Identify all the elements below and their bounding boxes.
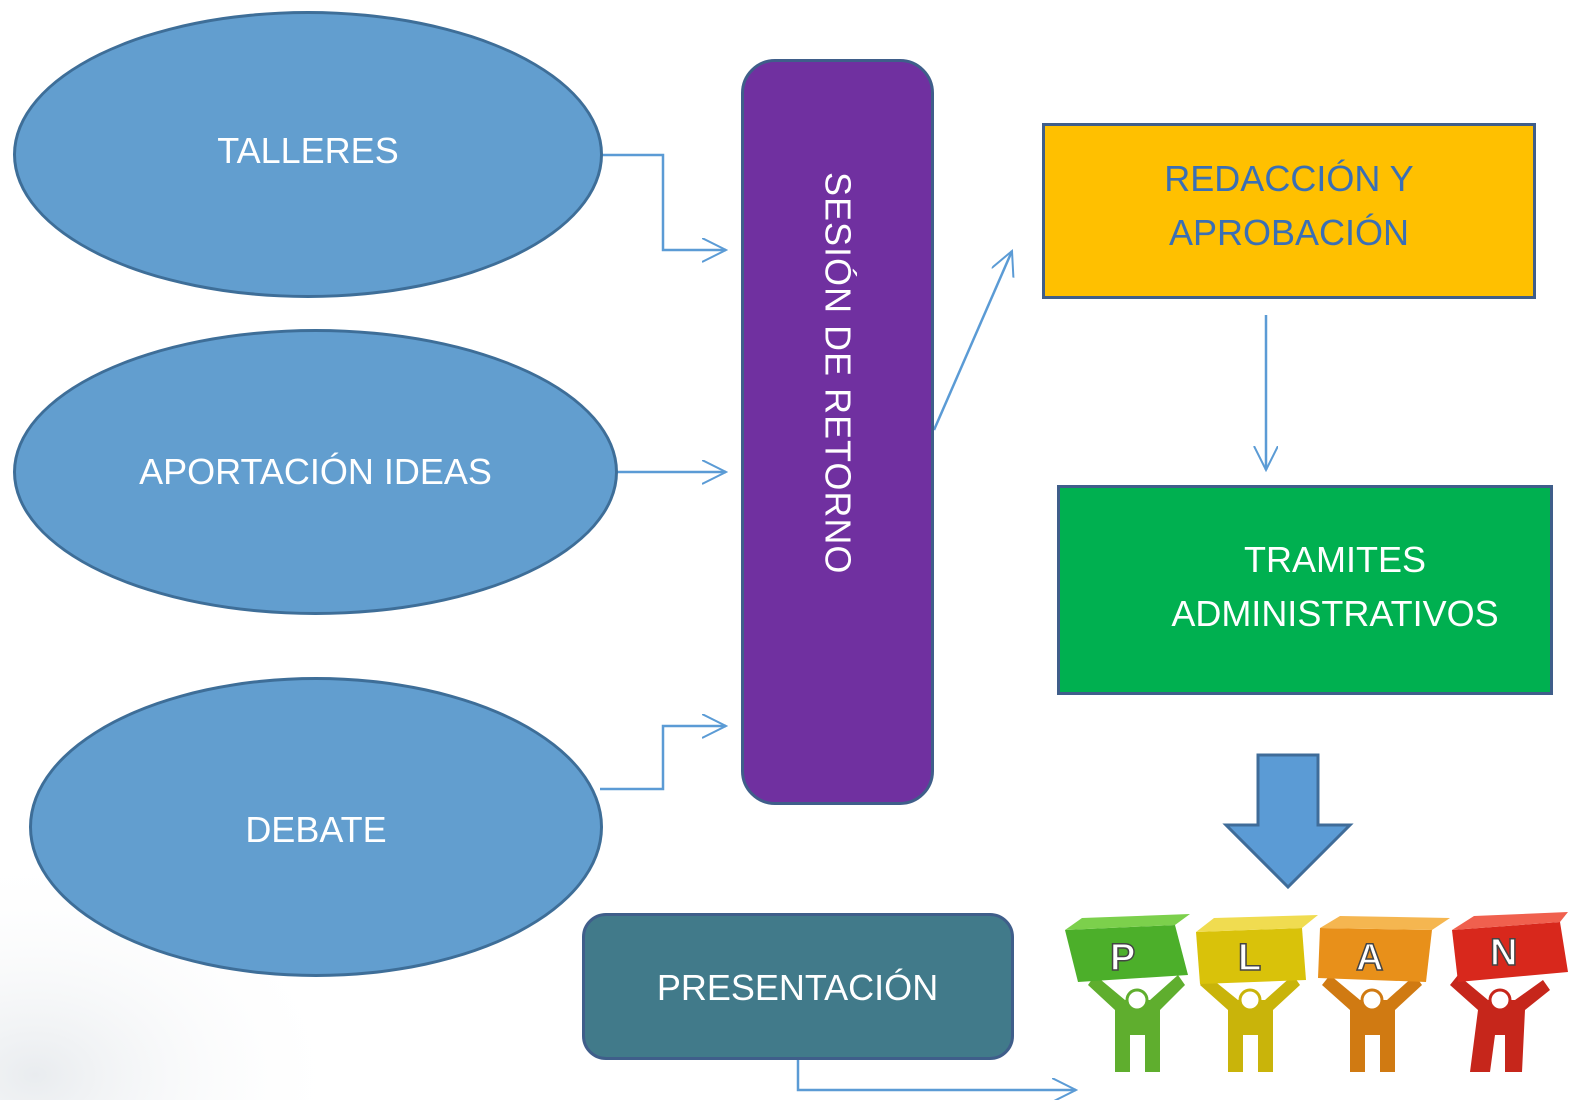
tramites-label-line2: ADMINISTRATIVOS bbox=[1171, 593, 1499, 634]
node-aportacion-ideas: APORTACIÓN IDEAS bbox=[13, 329, 618, 615]
node-redaccion-aprobacion: REDACCIÓN Y APROBACIÓN bbox=[1042, 123, 1536, 299]
talleres-label: TALLERES bbox=[217, 130, 399, 171]
connectors bbox=[600, 153, 1354, 1100]
tramites-label-line1: TRAMITES bbox=[1243, 539, 1426, 580]
aportacion-label: APORTACIÓN IDEAS bbox=[139, 451, 492, 492]
sesion-label: SESIÓN DE RETORNO bbox=[817, 171, 859, 575]
redaccion-label-line2: APROBACIÓN bbox=[1168, 212, 1410, 253]
node-talleres: TALLERES bbox=[13, 11, 603, 298]
node-presentacion: PRESENTACIÓN bbox=[582, 913, 1014, 1060]
node-debate: DEBATE bbox=[29, 677, 603, 977]
big-down-arrow bbox=[1222, 753, 1354, 890]
connector-talleres-sesion bbox=[600, 153, 726, 250]
node-tramites-administrativos: TRAMITES ADMINISTRATIVOS bbox=[1057, 485, 1553, 695]
connector-presentacion-plan bbox=[796, 1060, 1076, 1090]
connector-debate-sesion bbox=[600, 726, 726, 791]
redaccion-label-line1: REDACCIÓN Y bbox=[1164, 158, 1414, 199]
debate-label: DEBATE bbox=[245, 809, 387, 850]
presentacion-label: PRESENTACIÓN bbox=[656, 967, 939, 1008]
node-sesion-de-retorno: SESIÓN DE RETORNO bbox=[741, 59, 934, 805]
connector-sesion-redaccion bbox=[932, 251, 1012, 431]
